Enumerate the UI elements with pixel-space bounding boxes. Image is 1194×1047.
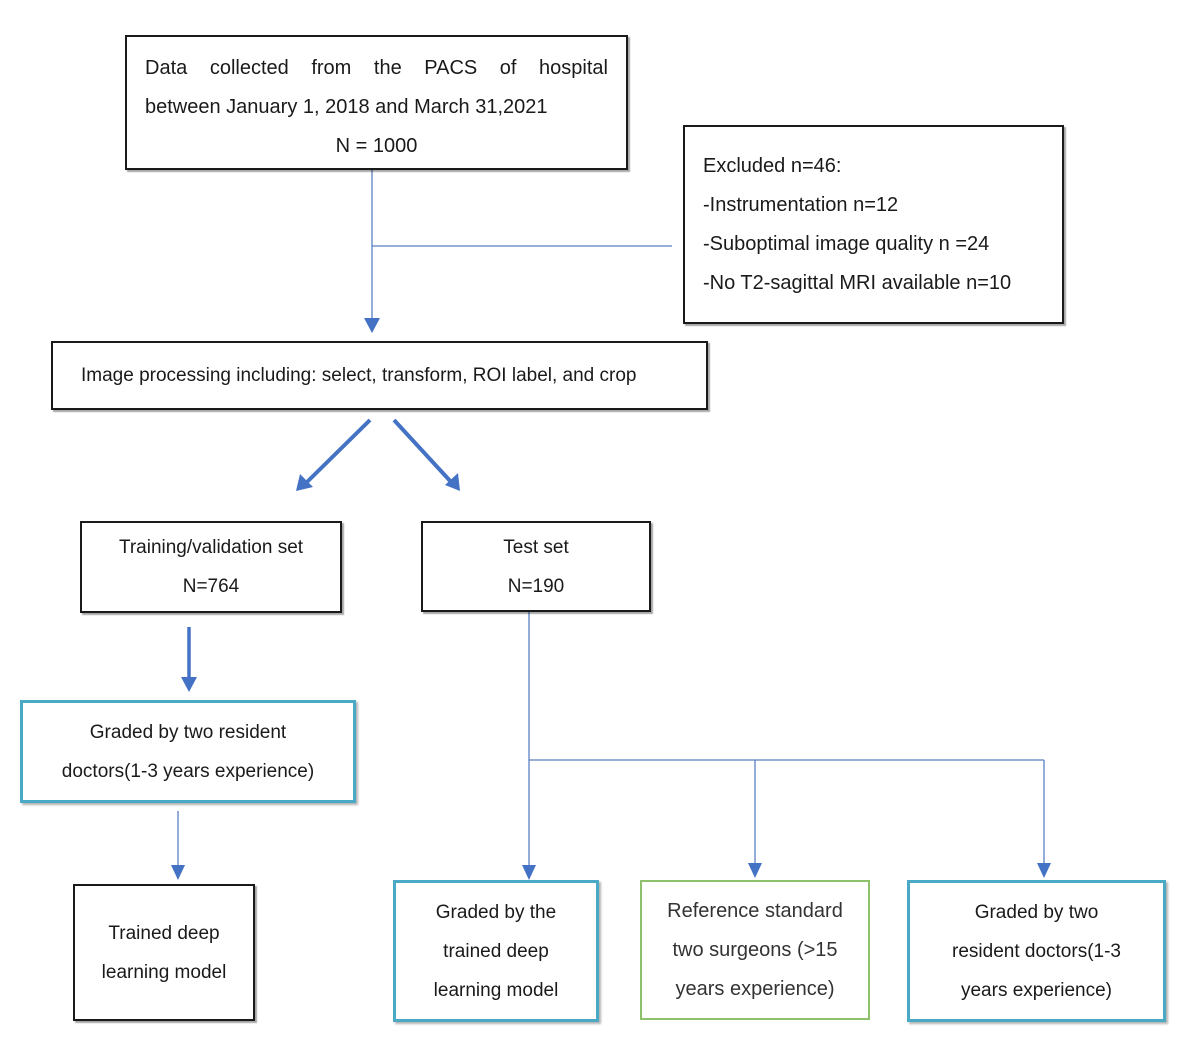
training-set-box: Training/validation set N=764 — [80, 521, 342, 613]
reference-standard-line2: two surgeons (>15 — [672, 938, 838, 961]
reference-standard-line3: years experience) — [675, 977, 835, 1000]
graded-model-box: Graded by the trained deep learning mode… — [393, 880, 599, 1022]
arrowhead-to-processing — [364, 318, 380, 333]
trained-model-line2: learning model — [101, 961, 227, 983]
excluded-item-instrumentation: -Instrumentation n=12 — [703, 193, 899, 216]
trained-model-line1: Trained deep — [108, 922, 220, 944]
graded-residents-test-line3: years experience) — [960, 979, 1113, 1001]
test-set-label: Test set — [503, 536, 569, 558]
graded-model-line3: learning model — [433, 979, 559, 1001]
connector-processing-to-test — [392, 418, 454, 485]
arrowhead-to-training — [296, 474, 313, 491]
arrowhead-to-reference — [748, 863, 762, 878]
excluded-title: Excluded n=46: — [703, 154, 842, 177]
training-set-count: N=764 — [182, 576, 240, 597]
reference-standard-line1: Reference standard — [667, 899, 843, 922]
arrowhead-to-graded-residents-test — [1037, 863, 1051, 878]
test-set-count: N=190 — [507, 575, 565, 597]
data-collected-line1: Data collected from the PACS of hospital — [145, 57, 608, 79]
arrowhead-to-trained-model — [171, 865, 185, 880]
graded-residents-test-line2: resident doctors(1-3 — [952, 940, 1121, 962]
graded-residents-test-box: Graded by two resident doctors(1-3 years… — [907, 880, 1166, 1022]
arrowhead-to-graded-train — [181, 677, 197, 692]
excluded-item-image-quality: -Suboptimal image quality n =24 — [703, 232, 990, 255]
graded-model-line2: trained deep — [443, 940, 549, 962]
training-set-label: Training/validation set — [118, 537, 304, 558]
graded-residents-train-line2: doctors(1-3 years experience) — [61, 760, 315, 782]
image-processing-label: Image processing including: select, tran… — [81, 365, 637, 386]
arrowhead-to-graded-model — [522, 865, 536, 880]
data-collected-count: N = 1000 — [335, 135, 418, 157]
graded-residents-train-box: Graded by two resident doctors(1-3 years… — [20, 700, 356, 803]
data-collected-line2: between January 1, 2018 and March 31,202… — [145, 96, 548, 118]
excluded-box: Excluded n=46: -Instrumentation n=12 -Su… — [683, 125, 1064, 324]
data-collected-box: Data collected from the PACS of hospital… — [125, 35, 628, 170]
trained-model-box: Trained deep learning model — [73, 884, 255, 1021]
test-set-box: Test set N=190 — [421, 521, 651, 612]
image-processing-box: Image processing including: select, tran… — [51, 341, 708, 410]
graded-residents-test-line1: Graded by two — [974, 901, 1099, 923]
graded-model-line1: Graded by the — [435, 901, 557, 923]
arrowhead-to-test — [445, 473, 460, 491]
connector-processing-to-training — [304, 418, 372, 485]
graded-residents-train-line1: Graded by two resident — [89, 721, 287, 743]
excluded-item-no-mri: -No T2-sagittal MRI available n=10 — [703, 271, 1012, 294]
reference-standard-box: Reference standard two surgeons (>15 yea… — [640, 880, 870, 1020]
